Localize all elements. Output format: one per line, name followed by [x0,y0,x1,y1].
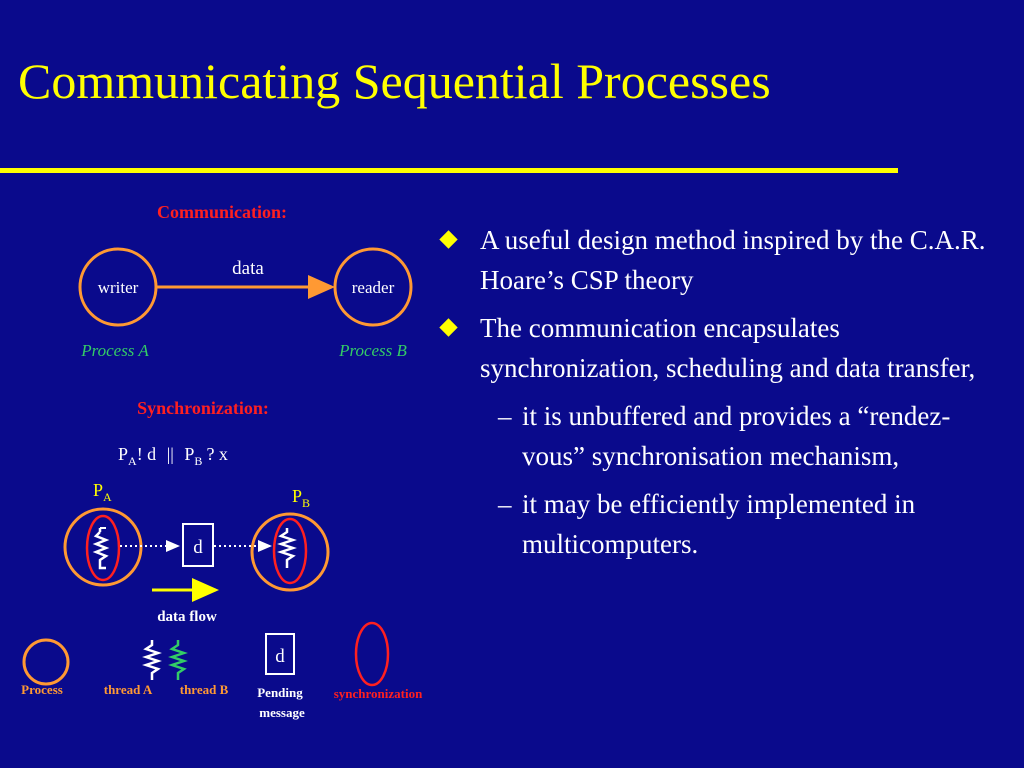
communication-heading: Communication: [157,202,287,222]
legend-thread-b-label: thread B [180,682,229,697]
dash-bullet: – [498,489,512,519]
legend-thread-a-label: thread A [104,682,153,697]
title-underline [0,168,898,173]
diamond-bullet-icon [439,318,458,337]
csp-expression: PA! d || PB? x [118,444,228,468]
reader-label: reader [352,278,395,297]
bullet-text: The communication encapsulates synchroni… [480,313,976,383]
sub-bullet-item: – it may be efficiently implemented in m… [440,484,1000,564]
diamond-bullet-icon [439,230,458,249]
writer-label: writer [98,278,139,297]
bullet-item: A useful design method inspired by the C… [439,220,1000,300]
legend-thread-b-icon [168,640,188,680]
data-label: data [232,258,264,279]
legend-pending-message-d: d [275,646,285,667]
legend-pending-message-box [265,633,295,675]
process-a-sync-ellipse [85,514,121,582]
legend-pending-label-2: message [259,705,305,720]
process-b-label: Process B [338,341,407,360]
thread-a-icon [92,528,110,570]
bullet-list: A useful design method inspired by the C… [439,220,1000,572]
pa-label: PA [93,480,112,504]
sub-bullet-text: it may be efficiently implemented in mul… [522,489,916,559]
pending-message-label: d [193,537,203,558]
writer-process-circle [78,247,158,327]
sub-bullet-item: – it is unbuffered and provides a “rende… [440,396,1000,476]
process-b-circle [250,512,330,592]
csp-diagram: Communication: writer reader data Proces… [21,202,423,720]
pending-message-box [182,523,214,567]
process-a-label: Process A [80,341,149,360]
pb-label: PB [292,486,310,510]
dash-bullet: – [498,401,512,431]
bullet-item: The communication encapsulates synchroni… [439,308,1000,388]
legend-sync-label: synchronization [334,686,423,701]
sub-bullet-text: it is unbuffered and provides a “rendez-… [522,401,951,471]
legend-thread-a-icon [142,640,162,680]
legend-process-label: Process [21,682,63,697]
legend-sync-ellipse [354,621,390,687]
data-flow-label: data flow [157,609,217,625]
process-b-sync-ellipse [272,517,308,585]
synchronization-heading: Synchronization: [137,398,269,418]
slide-title: Communicating Sequential Processes [18,53,771,109]
legend-process-circle [22,638,70,686]
reader-process-circle [333,247,413,327]
thread-b-icon [277,528,297,568]
bullet-text: A useful design method inspired by the C… [480,225,986,295]
legend-pending-label-1: Pending [257,685,303,700]
